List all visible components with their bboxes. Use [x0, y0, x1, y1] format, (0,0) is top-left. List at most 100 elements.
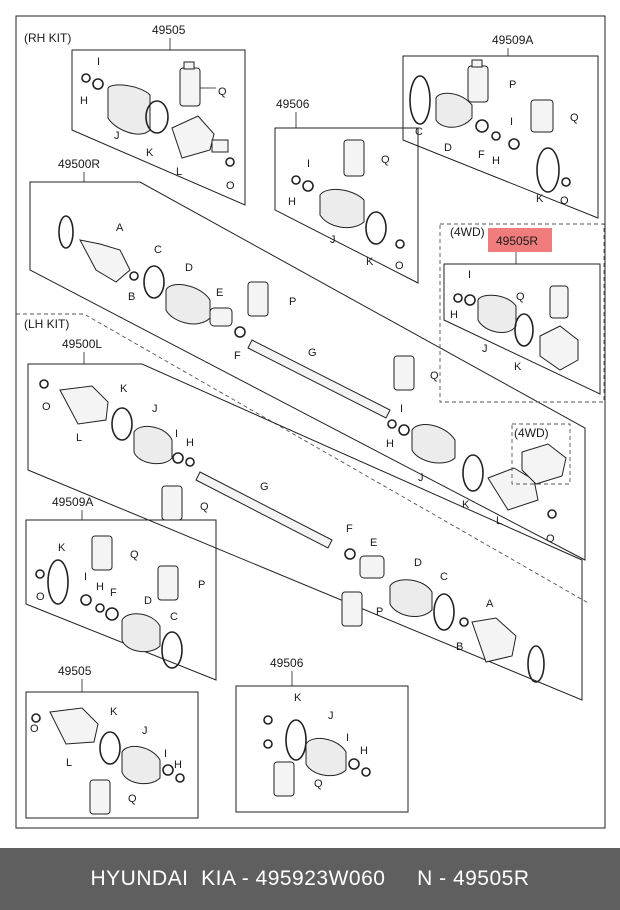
callout-letter-k: K — [110, 706, 118, 718]
part-outline — [547, 509, 557, 519]
group-rh-49506: 49506 I H J Q K O — [274, 97, 419, 284]
joint-L — [487, 467, 539, 511]
callout-letter-j: J — [328, 710, 334, 722]
clamp-C — [143, 265, 165, 299]
part-outline — [225, 157, 235, 167]
grease-Q — [530, 99, 554, 133]
ring-F — [344, 548, 356, 560]
callout-letter-q: Q — [381, 154, 390, 166]
callout-letter-q: Q — [570, 112, 579, 124]
part-outline — [291, 175, 301, 185]
fwd-dashed-frame — [439, 223, 605, 403]
kit-frame-lh-49506 — [235, 685, 409, 813]
bolt-B — [459, 617, 469, 627]
clamp-K — [145, 100, 169, 134]
part-outline — [561, 177, 571, 187]
grease-Q — [89, 779, 111, 815]
callout-letter-q: Q — [200, 501, 209, 513]
joint-A — [471, 617, 517, 663]
kit-frame-rh-49500r — [29, 181, 586, 561]
group-lh-49506: 49506 K J I H Q — [235, 656, 409, 813]
callout-letter-h: H — [174, 759, 182, 771]
clamp-K — [514, 313, 534, 347]
grease-Q — [179, 67, 201, 107]
callout-letter-g: G — [308, 347, 317, 359]
group-lh-49509a: 49509A K O Q I H F D P C — [25, 495, 217, 681]
clamp-K — [111, 407, 133, 441]
callout-letter-i: I — [468, 269, 471, 281]
fwd-kit-label-lh: (4WD) — [514, 426, 549, 440]
callout-letter-i: I — [84, 571, 87, 583]
part-outline — [348, 758, 360, 770]
rh-kit-label: (RH KIT) — [24, 31, 71, 45]
callout-letter-a: A — [486, 598, 494, 610]
kit-frame-rh-49506 — [274, 127, 419, 284]
callout-letter-o: O — [560, 195, 569, 207]
callout-letter-b: B — [128, 291, 135, 303]
kit-frame-lh-49505 — [25, 691, 199, 819]
group-label-lh-49500l: 49500L — [62, 337, 102, 351]
group-label-rh-49500r: 49500R — [58, 157, 100, 171]
callout-letter-c: C — [170, 611, 178, 623]
callout-letter-c: C — [415, 126, 423, 138]
part-outline — [172, 452, 184, 464]
grease-Q — [91, 535, 113, 571]
part-outline — [302, 180, 314, 192]
group-label-lh-49509a: 49509A — [52, 495, 93, 509]
callout-letter-h: H — [288, 196, 296, 208]
group-label-lh-49505: 49505 — [58, 664, 92, 678]
joint-L — [171, 115, 215, 159]
clamp-C — [161, 631, 183, 669]
ring-F — [475, 119, 489, 133]
joint-4wd — [521, 443, 567, 485]
group-rh-49509a: 49509A C D P F H I Q K O — [402, 33, 599, 219]
callout-letter-i: I — [175, 428, 178, 440]
callout-letter-o: O — [395, 260, 404, 272]
exploded-parts-diagram: (RH KIT) (LH KIT) 49505 I H J K L Q O 49… — [15, 15, 606, 829]
callout-letter-l: L — [76, 432, 82, 444]
ring-F — [105, 607, 119, 621]
fwd-dashed-frame-lh — [511, 423, 571, 485]
grease-P — [341, 591, 363, 627]
grease-Q — [393, 355, 415, 391]
part-outline — [491, 131, 501, 141]
group-lh-49505: 49505 O L K J I H Q — [25, 664, 199, 819]
clamp-K — [47, 559, 69, 605]
callout-letter-q: Q — [218, 86, 227, 98]
part-outline — [361, 767, 371, 777]
lh-kit-divider — [16, 313, 591, 605]
clamp-K — [99, 731, 121, 765]
callout-letter-o: O — [546, 533, 555, 545]
part-outline — [263, 715, 273, 725]
callout-letter-e: E — [370, 537, 377, 549]
callout-letter-i: I — [97, 56, 100, 68]
callout-letter-d: D — [185, 262, 193, 274]
callout-letter-q: Q — [516, 291, 525, 303]
part-outline — [183, 61, 195, 70]
clamp-K — [365, 211, 387, 245]
boot-J — [319, 188, 365, 229]
tone-ring-lh — [527, 645, 545, 683]
part-outline — [95, 603, 105, 613]
kit-frame-lh-49500l — [27, 363, 583, 701]
callout-letter-q: Q — [130, 549, 139, 561]
damper-E — [359, 555, 385, 579]
callout-letter-f: F — [110, 587, 117, 599]
callout-letter-j: J — [114, 130, 120, 142]
part-outline — [464, 294, 476, 306]
joint — [539, 325, 579, 371]
bolt-B — [129, 271, 139, 281]
part-outline — [508, 138, 520, 150]
boot-J — [121, 745, 161, 785]
part-outline — [263, 739, 273, 749]
callout-letter-h: H — [96, 581, 104, 593]
boot-J — [133, 425, 173, 465]
grease-Q — [549, 285, 569, 319]
callout-letter-h: H — [386, 438, 394, 450]
part-outline — [162, 764, 174, 776]
callout-letter-l: L — [176, 166, 182, 178]
callout-letter-o: O — [226, 180, 235, 192]
callout-letter-d: D — [144, 595, 152, 607]
callout-letter-f: F — [234, 350, 241, 362]
group-lh-49500l: 49500L (4WD) O L K J I H Q G F E P D C B — [27, 337, 583, 701]
